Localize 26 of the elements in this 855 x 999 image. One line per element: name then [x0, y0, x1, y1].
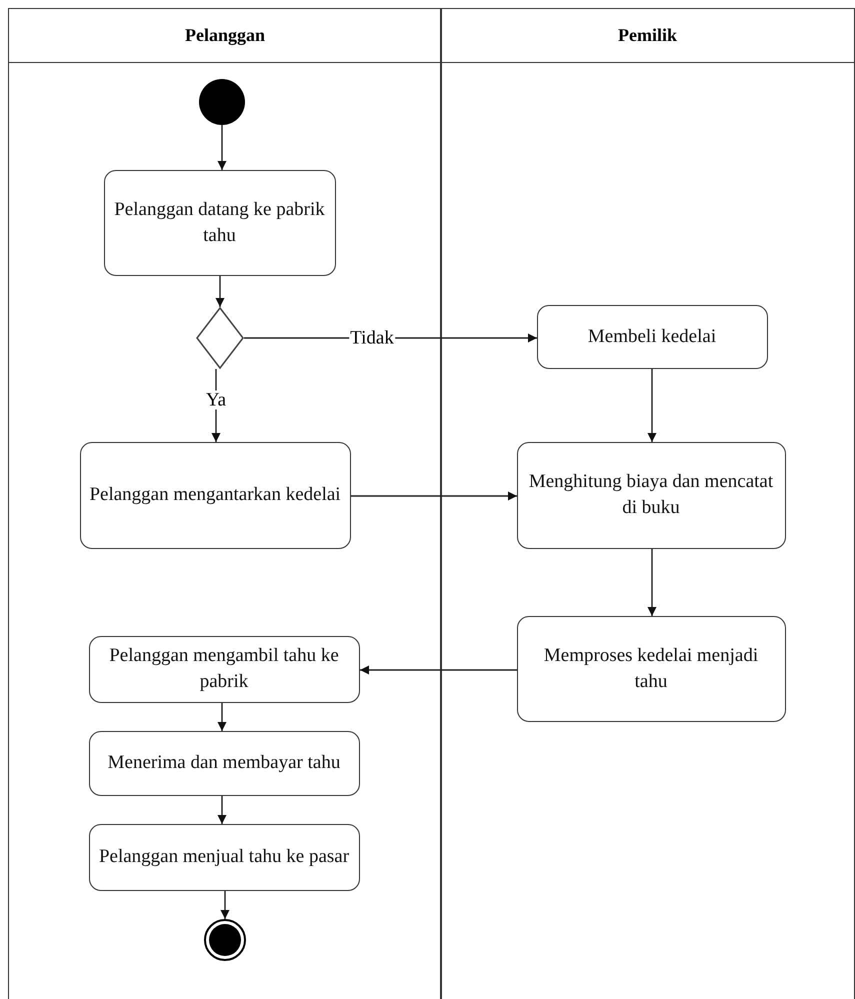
arrow	[351, 492, 517, 500]
arrow	[360, 666, 517, 674]
arrow	[648, 369, 656, 442]
action-box: Pelanggan menjual tahu ke pasar	[88, 824, 360, 890]
decision-diamond	[196, 306, 244, 368]
action-box: Pelanggan mengantarkan kedelai	[80, 442, 350, 548]
action-box: Membeli kedelai	[536, 304, 768, 368]
lane-heading: Pemilik	[618, 25, 677, 46]
swimlane	[440, 8, 855, 999]
start-node	[198, 78, 244, 124]
arrow	[216, 276, 224, 307]
arrow	[212, 369, 220, 442]
action-box: Memproses kedelai menjadi tahu	[516, 616, 786, 722]
lane-heading: Pelanggan	[184, 25, 265, 46]
action-box: Pelanggan datang ke pabrik tahu	[104, 170, 336, 276]
arrow	[218, 796, 226, 824]
swimlane	[8, 8, 442, 999]
edge-label: Ya	[204, 390, 228, 410]
action-box: Menghitung biaya dan mencatat di buku	[516, 442, 786, 548]
action-box: Menerima dan membayar tahu	[88, 730, 360, 796]
arrow	[648, 549, 656, 616]
arrow	[220, 891, 230, 919]
arrow	[218, 125, 226, 170]
arrow	[218, 703, 226, 731]
action-box: Pelanggan mengambil tahu ke pabrik	[88, 636, 360, 702]
end-node	[204, 918, 246, 960]
